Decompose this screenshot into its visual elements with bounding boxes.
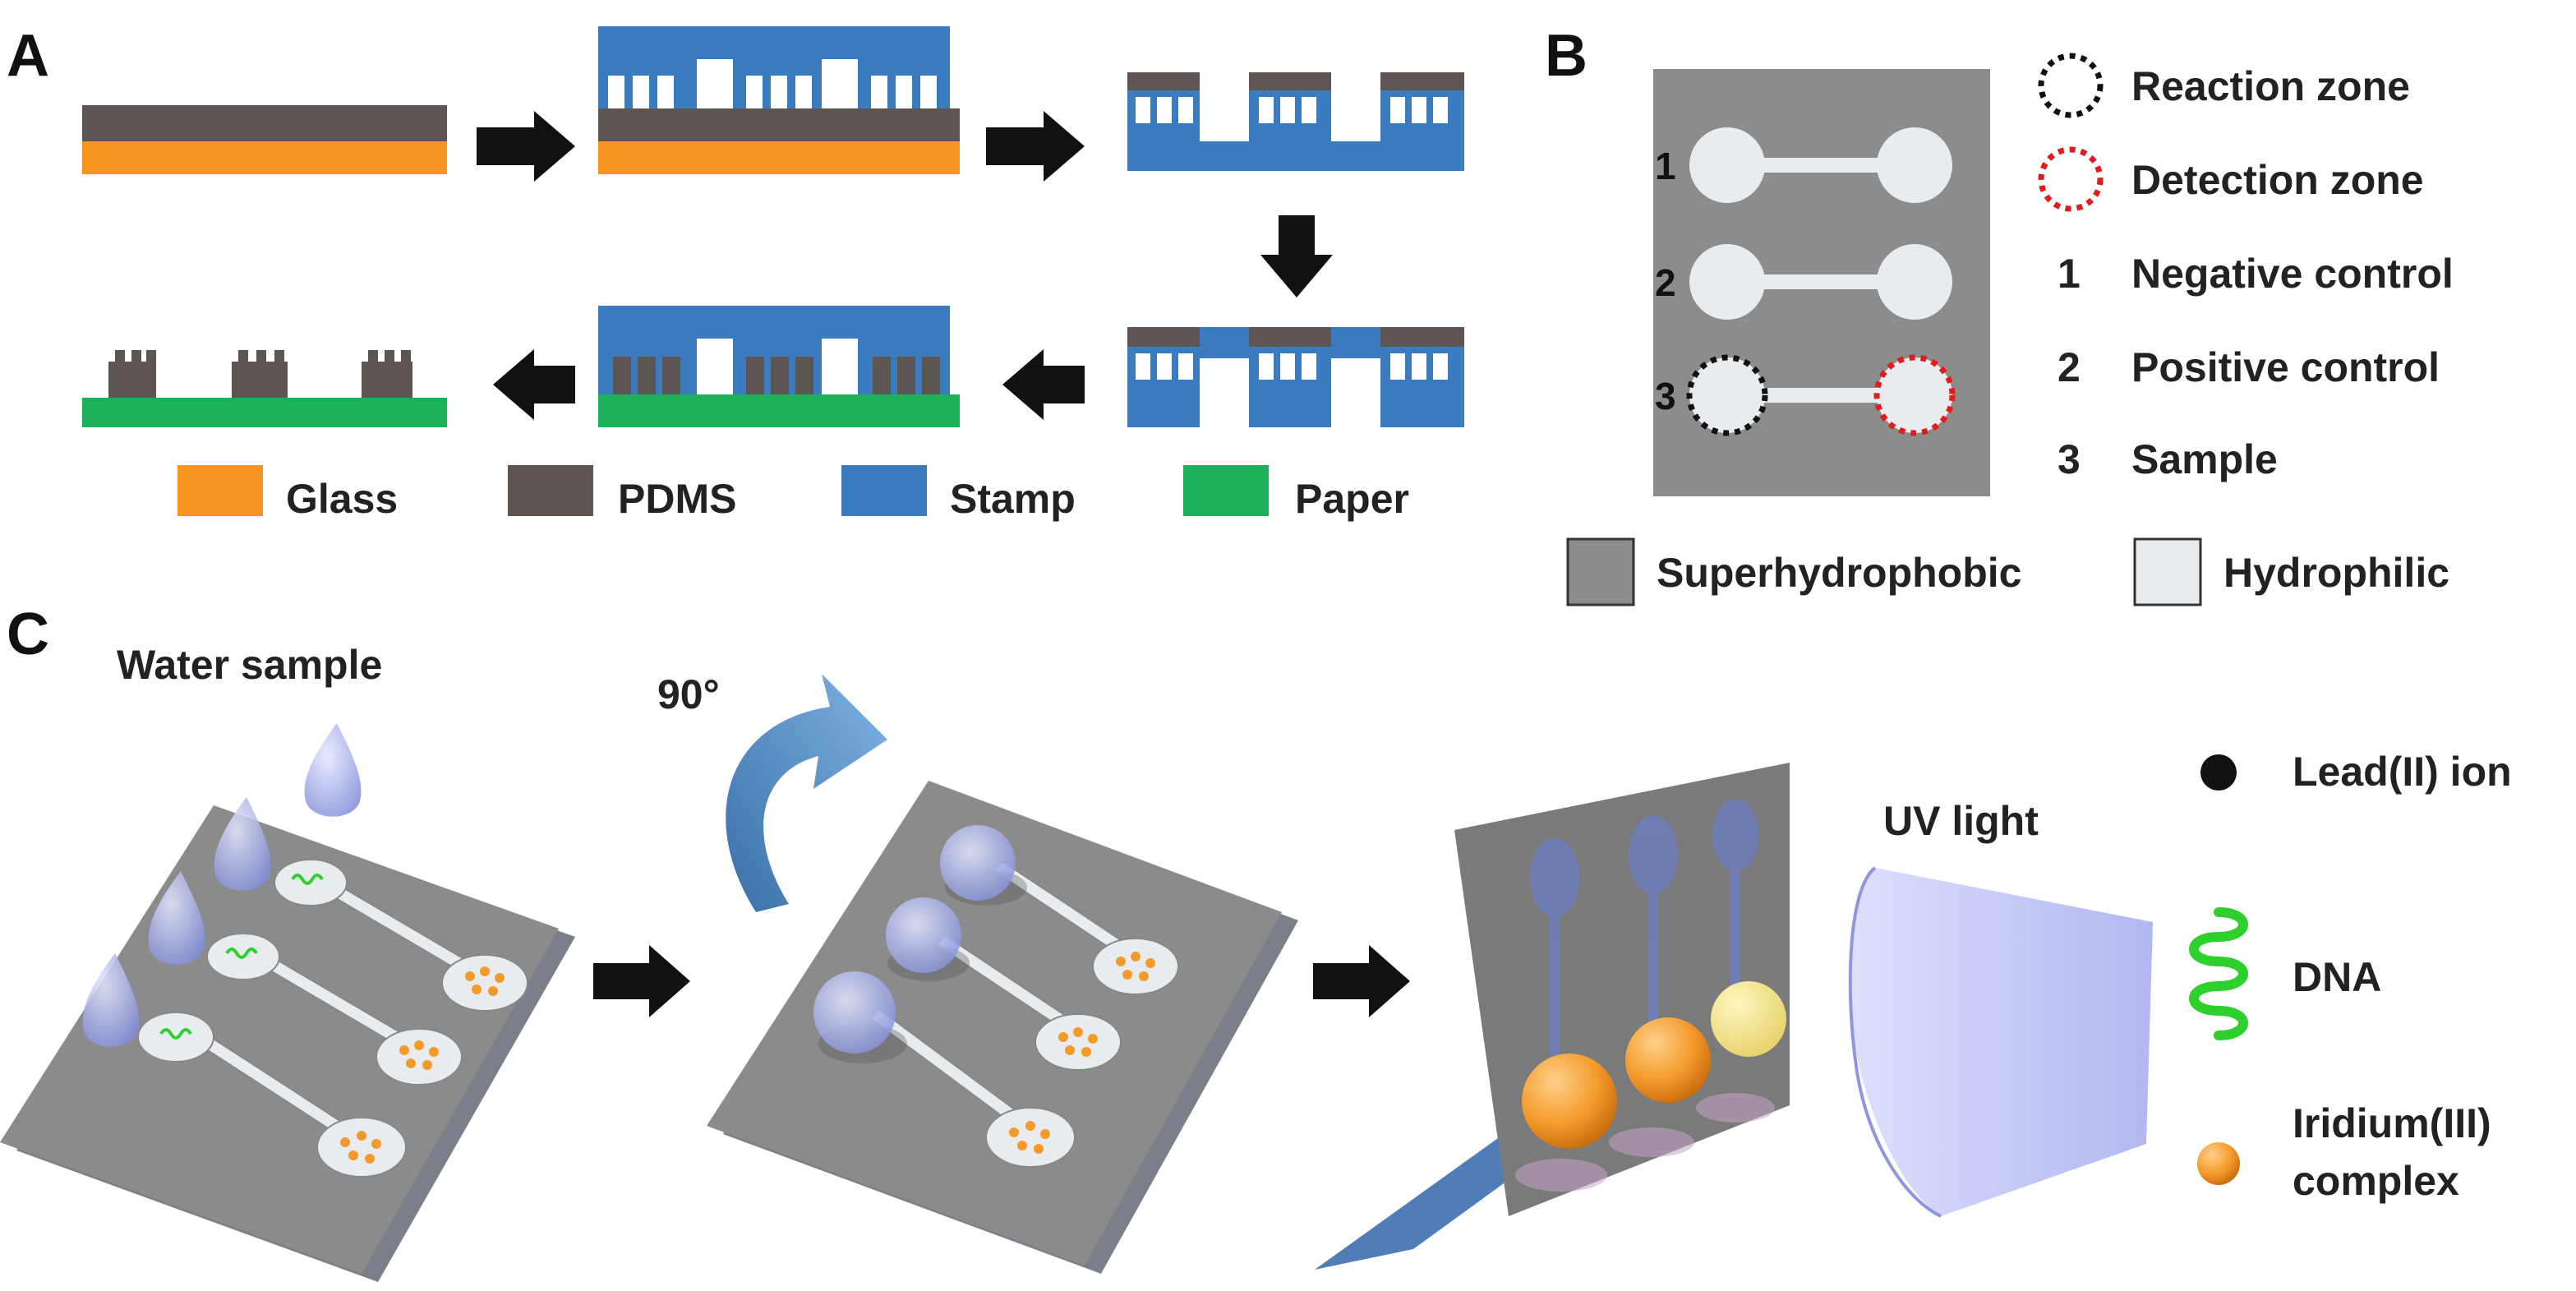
legend-label-pdms: PDMS <box>618 476 736 522</box>
reaction-zone-symbol <box>2038 53 2104 118</box>
detection-zone-symbol <box>2038 146 2104 212</box>
channel-3-detection-zone <box>1873 354 1956 436</box>
channel-2-reaction-pad <box>1689 244 1765 320</box>
step4-stamp-flipped <box>1127 327 1464 427</box>
legend-num-3: 3 <box>2058 436 2081 482</box>
step6-paper-layer <box>82 398 447 427</box>
legend-negative-control: Negative control <box>2131 251 2454 297</box>
legend-superhydrophobic: Superhydrophobic <box>1657 550 2021 596</box>
panel-c-letter: C <box>7 602 49 667</box>
step5-stamp-on-paper <box>598 306 960 427</box>
detection-ball-1 <box>1522 1054 1617 1149</box>
channel-2: 2 <box>1655 244 1952 320</box>
uv-cone-shape <box>1849 868 2153 1216</box>
legend-num-1: 1 <box>2058 251 2081 297</box>
legend-swatch-pdms <box>508 465 593 516</box>
iridium-complex-ball-icon <box>2197 1142 2240 1185</box>
legend-sample: Sample <box>2131 436 2278 482</box>
step6-patterned-paper <box>82 350 447 427</box>
panel-a-legend: Glass PDMS Stamp Paper <box>177 465 1409 522</box>
step2-stamp-on-pdms <box>598 26 960 174</box>
water-sample-label: Water sample <box>117 642 382 688</box>
rotation-label: 90° <box>657 671 720 717</box>
hydrophilic-swatch <box>2133 537 2202 606</box>
channel-3-reaction-zone <box>1686 354 1768 436</box>
step2-pdms-layer <box>598 108 960 141</box>
panel-c: C Water sample <box>0 602 2512 1282</box>
rotation-arrow: 90° <box>657 671 887 912</box>
step3-stamp-inked <box>1127 72 1464 171</box>
legend-positive-control: Positive control <box>2131 344 2440 390</box>
panel-a-letter: A <box>7 23 49 89</box>
arrow-right-c2 <box>1313 945 1410 1017</box>
uv-light-label: UV light <box>1883 798 2039 844</box>
uv-light-cone: UV light <box>1848 798 2153 1218</box>
panel-a: A <box>7 23 1464 522</box>
arrow-left-1 <box>1002 349 1085 420</box>
legend-detection-zone: Detection zone <box>2131 157 2424 203</box>
arrow-right-2 <box>986 111 1085 182</box>
dna-helix-icon <box>2189 907 2248 1040</box>
channel-2-number: 2 <box>1655 261 1676 304</box>
channel-1-reaction-pad <box>1689 127 1765 203</box>
channel-2-detection-pad <box>1877 244 1952 320</box>
step5-paper-layer <box>598 394 960 427</box>
legend-swatch-stamp <box>841 465 927 516</box>
legend-label-paper: Paper <box>1295 476 1409 522</box>
lead-ion-dot-icon <box>2200 754 2237 791</box>
channel-3: 3 <box>1655 354 1956 436</box>
panel-b-surface-legend: Superhydrophobic Hydrophilic <box>1566 537 2449 606</box>
arrow-down <box>1260 215 1333 297</box>
channel-1: 1 <box>1655 127 1952 203</box>
water-drops <box>82 723 362 1047</box>
legend-lead-ion: Lead(II) ion <box>2293 749 2512 795</box>
curved-arrow-icon <box>726 674 887 912</box>
legend-iridium: Iridium(III) <box>2293 1100 2491 1146</box>
device-tilted <box>707 781 1298 1274</box>
legend-iridium-complex: complex <box>2293 1158 2459 1204</box>
legend-swatch-glass <box>177 465 263 516</box>
detection-ball-2 <box>1625 1017 1711 1103</box>
step1-glass-layer <box>82 141 447 174</box>
arrow-right-1 <box>477 111 575 182</box>
step2-glass-layer <box>598 141 960 174</box>
device-tilted-plate <box>707 781 1282 1266</box>
legend-label-stamp: Stamp <box>950 476 1076 522</box>
channel-3-number: 3 <box>1655 375 1676 417</box>
legend-label-glass: Glass <box>286 476 398 522</box>
arrow-right-c1 <box>593 945 690 1017</box>
panel-b: B 1 2 3 Reaction zone Detection zone 1 <box>1545 23 2454 606</box>
panel-c-legend: Lead(II) ion DNA Iridium(III) complex <box>2189 749 2512 1204</box>
legend-dna: DNA <box>2293 954 2381 1000</box>
detection-ball-3 <box>1711 981 1786 1057</box>
panel-b-letter: B <box>1545 23 1588 89</box>
step1-glass-pdms <box>82 105 447 174</box>
legend-reaction-zone: Reaction zone <box>2131 63 2410 109</box>
arrow-left-2 <box>493 349 575 420</box>
device-vertical <box>1315 763 1790 1270</box>
device-loading-plate <box>0 805 559 1274</box>
superhydrophobic-swatch <box>1566 537 1635 606</box>
channel-1-detection-pad <box>1877 127 1952 203</box>
legend-num-2: 2 <box>2058 344 2081 390</box>
legend-hydrophilic: Hydrophilic <box>2223 550 2449 596</box>
device-loading <box>0 723 575 1282</box>
panel-b-legend: Reaction zone Detection zone 1 Negative … <box>2038 53 2454 482</box>
channel-1-number: 1 <box>1655 145 1676 187</box>
step1-pdms-layer <box>82 105 447 141</box>
legend-swatch-paper <box>1183 465 1269 516</box>
